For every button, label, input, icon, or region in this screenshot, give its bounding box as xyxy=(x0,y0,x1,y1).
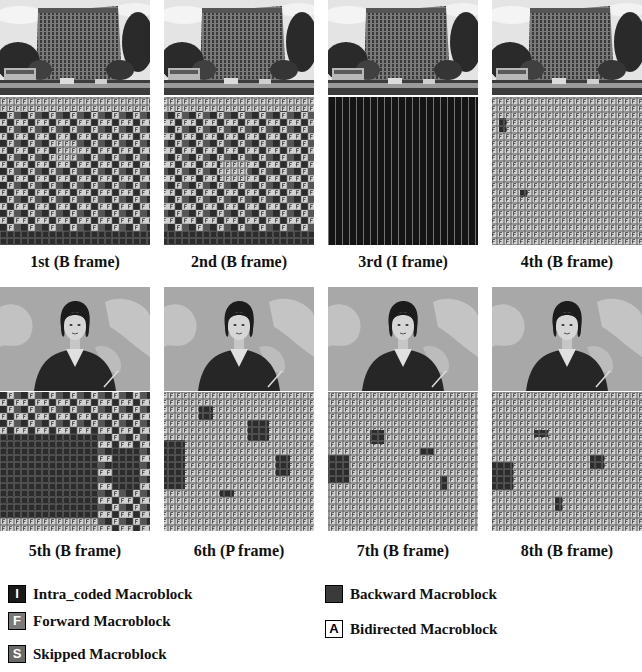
frame-caption: 4th (B frame) xyxy=(521,252,613,272)
frame-caption: 3rd (I frame) xyxy=(358,252,448,272)
frame-caption: 8th (B frame) xyxy=(521,541,613,561)
frame-caption: 1st (B frame) xyxy=(30,252,120,272)
legend-swatch xyxy=(325,585,343,603)
swatch-letter: F xyxy=(8,612,26,630)
swatch-letter: I xyxy=(8,585,26,603)
swatch-letter: A xyxy=(325,620,343,638)
legend-label: Forward Macroblock xyxy=(33,612,171,630)
legend-label: Intra_coded Macroblock xyxy=(33,585,192,603)
legend-label: Skipped Macroblock xyxy=(33,645,167,663)
frame-caption: 2nd (B frame) xyxy=(191,252,287,272)
swatch-letter: S xyxy=(8,645,26,663)
legend-label: Backward Macroblock xyxy=(350,585,497,603)
legend-label: Bidirected Macroblock xyxy=(350,620,497,638)
frame-caption: 5th (B frame) xyxy=(29,541,121,561)
frame-caption: 7th (B frame) xyxy=(357,541,449,561)
frame-caption: 6th (P frame) xyxy=(194,541,285,561)
